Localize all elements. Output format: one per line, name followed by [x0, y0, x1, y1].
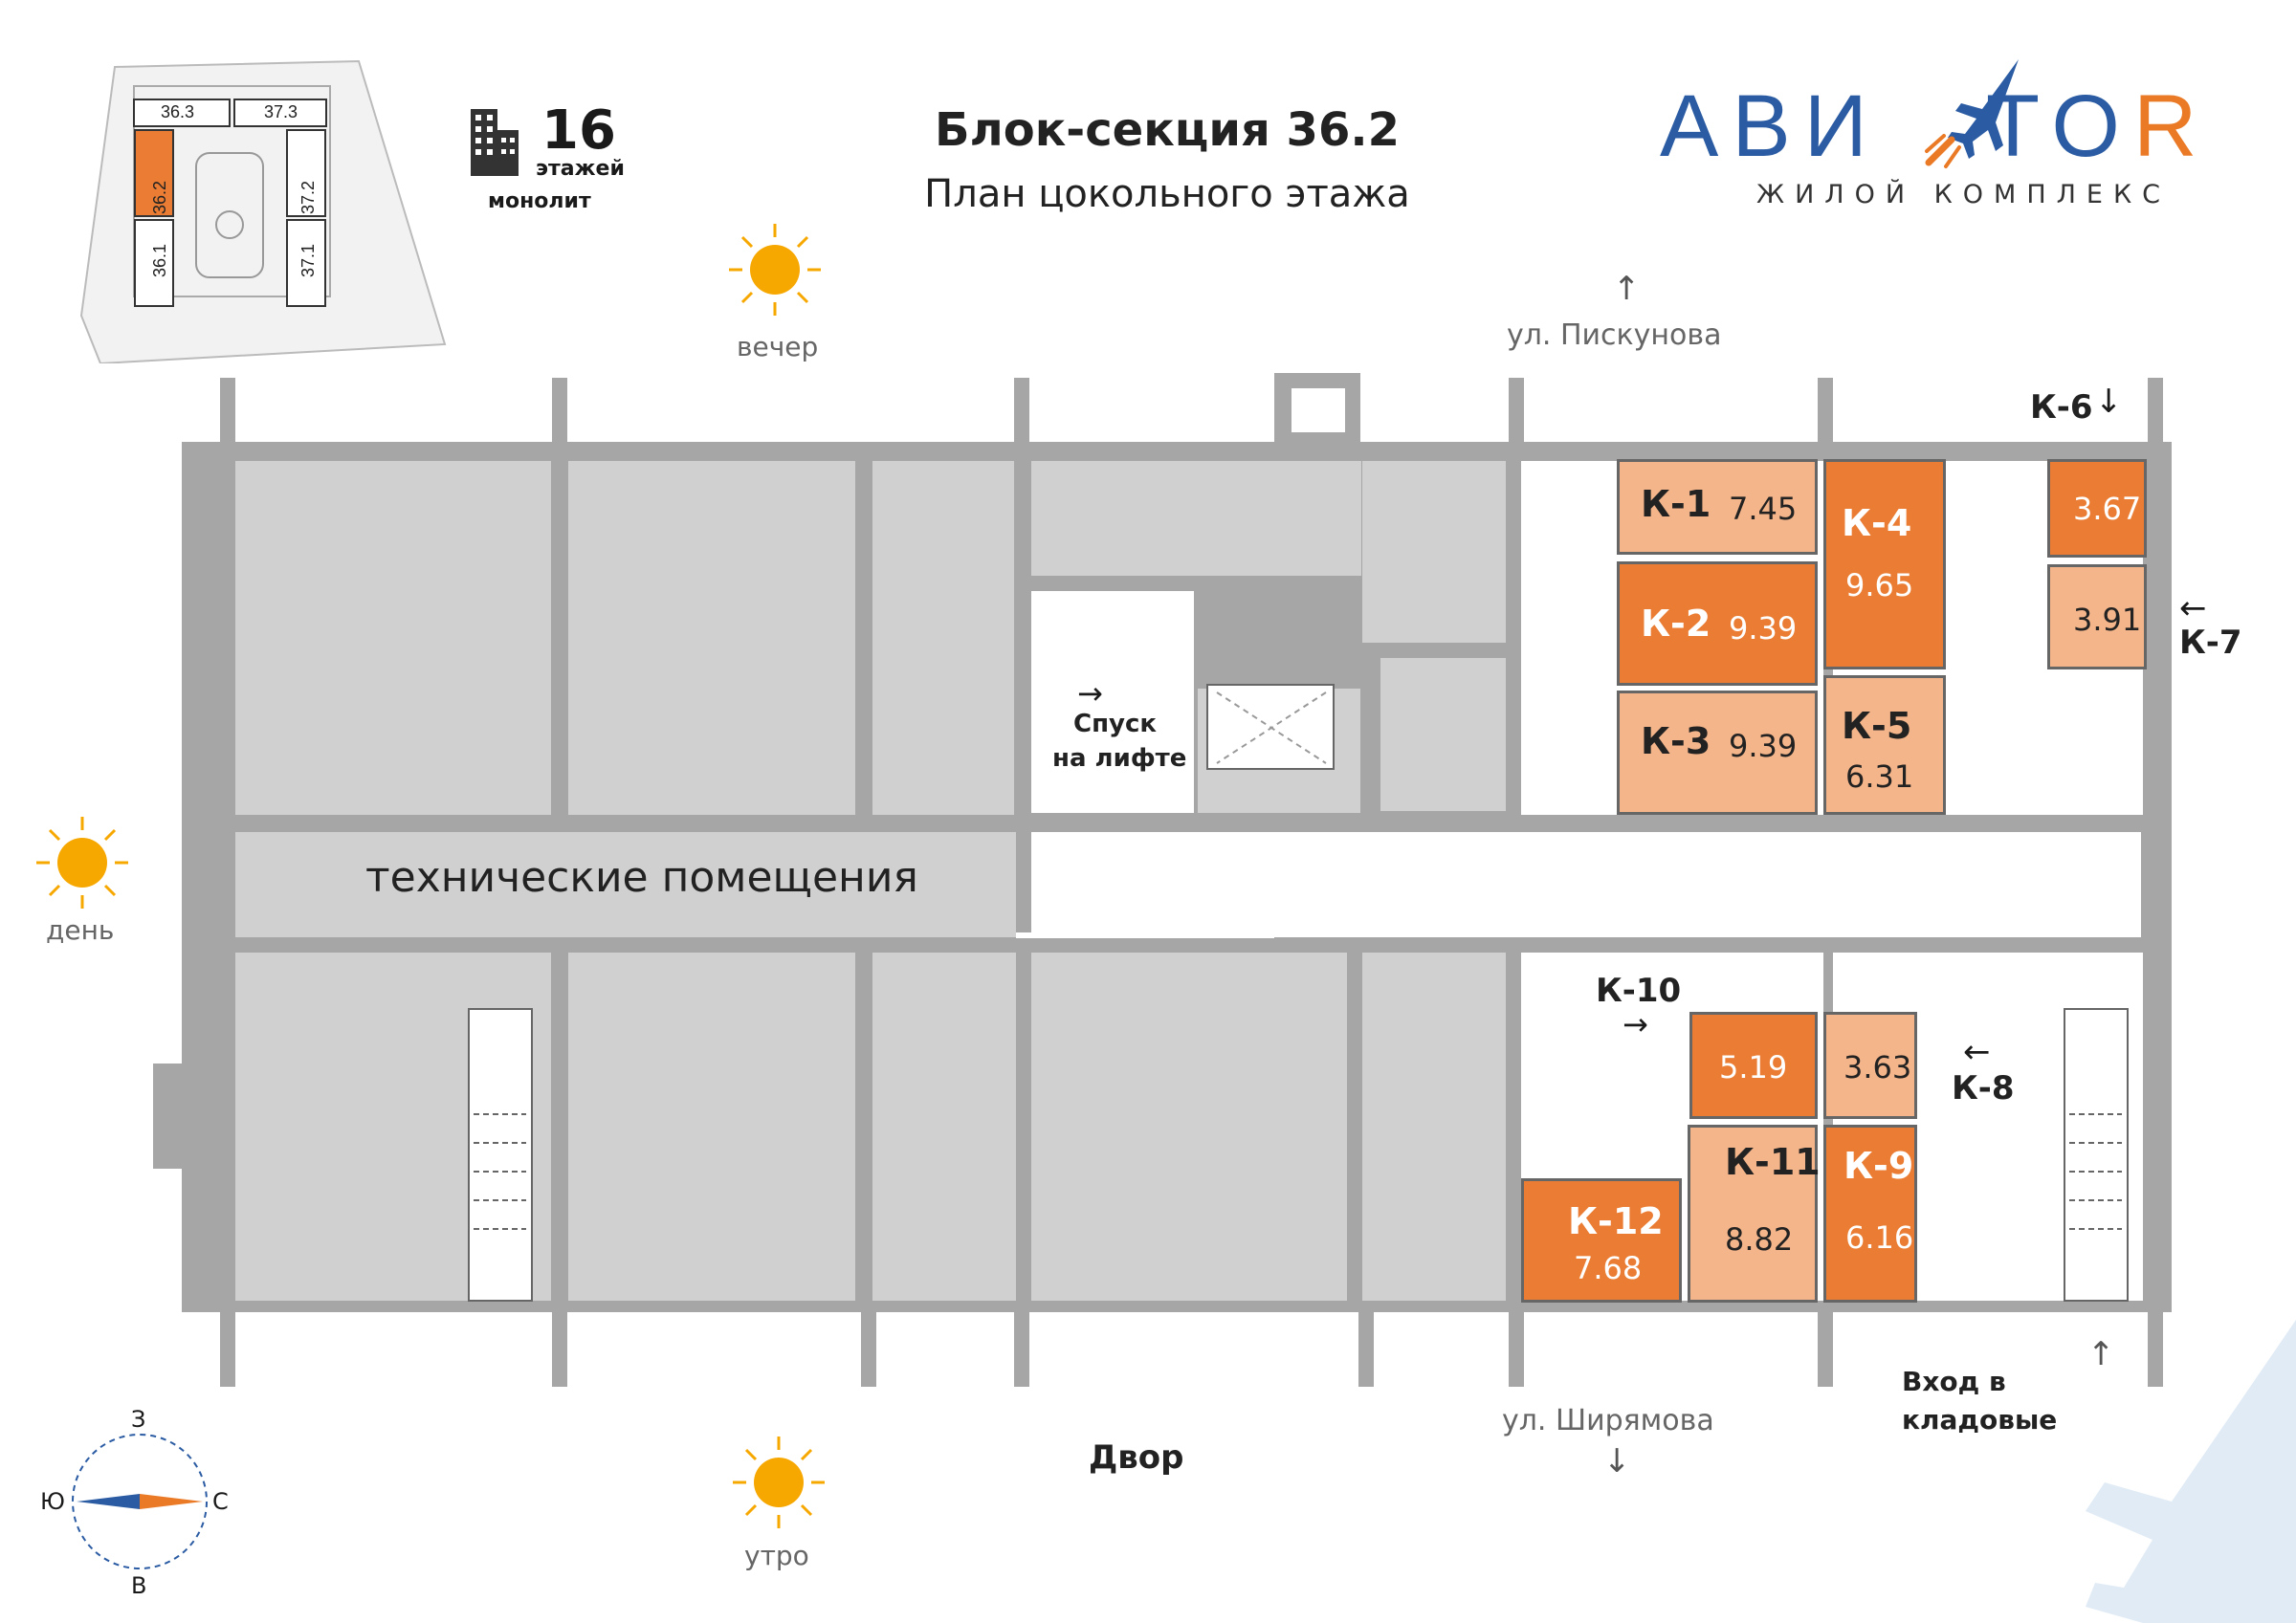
room-area: 6.31	[1845, 758, 1914, 795]
site-section-37-2	[286, 129, 326, 217]
entrance-label-line1: Вход в	[1902, 1366, 2006, 1397]
logo-jet-icon	[1925, 59, 2019, 168]
room-k2[interactable]: К-2 9.39	[1617, 561, 1818, 686]
room-k8[interactable]: 3.63	[1823, 1012, 1917, 1119]
room-area: 3.91	[2073, 602, 2142, 638]
floors-count: 16	[541, 99, 616, 162]
construction-type: монолит	[488, 189, 591, 213]
floors-label: этажей	[536, 157, 625, 181]
room-k9[interactable]: К-9 6.16	[1823, 1125, 1917, 1303]
room-k6[interactable]: 3.67	[2047, 459, 2147, 558]
label-k10: К-10	[1596, 972, 1682, 1010]
room-k3[interactable]: К-3 9.39	[1617, 691, 1818, 815]
jet-watermark-icon	[2086, 1320, 2296, 1623]
label-k6: К-6	[2030, 388, 2093, 427]
site-plan-map	[79, 59, 447, 363]
lift-label-line1: Спуск	[1073, 710, 1158, 738]
building-icon	[471, 109, 519, 176]
sun-morning-icon	[733, 1437, 825, 1528]
arrow-right-icon: →	[1623, 1006, 1648, 1042]
page-title: Блок-секция 36.2	[935, 103, 1400, 157]
entrance-label-line2: кладовые	[1902, 1404, 2058, 1436]
compass-west: Ю	[40, 1488, 65, 1515]
room-area: 8.82	[1725, 1221, 1794, 1258]
logo-text-accent: R	[2132, 77, 2211, 175]
site-section-37-3	[233, 99, 327, 127]
room-area: 3.67	[2073, 491, 2142, 527]
room-name: К-9	[1843, 1145, 1914, 1187]
arrow-up-icon: ↑	[2087, 1335, 2115, 1373]
yard-label: Двор	[1089, 1438, 1184, 1477]
sun-evening-icon	[729, 224, 821, 316]
room-name: К-11	[1725, 1141, 1821, 1183]
room-k5[interactable]: К-5 6.31	[1823, 675, 1946, 815]
room-name: К-5	[1842, 705, 1912, 747]
logo-text-right: TO	[1985, 77, 2133, 175]
room-area: 9.39	[1729, 728, 1798, 764]
room-k4[interactable]: К-4 9.65	[1823, 459, 1946, 669]
label-k8: К-8	[1952, 1069, 2015, 1108]
brand-tagline: ЖИЛОЙ КОМПЛЕКС	[1756, 180, 2172, 209]
room-area: 7.45	[1729, 491, 1798, 527]
arrow-left-icon: ←	[1963, 1033, 1991, 1071]
room-k11[interactable]: К-11 8.82	[1688, 1125, 1821, 1303]
room-name: К-1	[1641, 483, 1711, 525]
room-area: 7.68	[1574, 1250, 1643, 1286]
room-k12[interactable]: К-12 7.68	[1521, 1178, 1682, 1303]
label-k7: К-7	[2179, 624, 2242, 662]
room-area: 6.16	[1845, 1219, 1914, 1256]
page-subtitle: План цокольного этажа	[924, 172, 1410, 216]
sun-day-label: день	[46, 914, 115, 946]
room-area: 9.65	[1845, 567, 1914, 603]
compass-icon	[72, 1434, 208, 1569]
compass-north: З	[131, 1406, 146, 1433]
site-section-36-3	[133, 99, 231, 127]
arrow-right-icon: →	[1077, 675, 1103, 712]
room-k1[interactable]: К-1 7.45	[1617, 459, 1818, 555]
arrow-down-icon: ↓	[2095, 383, 2123, 421]
room-area: 3.63	[1843, 1049, 1912, 1086]
lift-label-line2: на лифте	[1052, 744, 1187, 773]
site-section-36-1	[134, 219, 174, 307]
logo-text-left: АВИ	[1660, 77, 1881, 175]
room-k10[interactable]: 5.19	[1689, 1012, 1818, 1119]
room-name: К-3	[1641, 720, 1711, 762]
room-name: К-4	[1842, 502, 1912, 544]
site-section-36-2	[134, 129, 174, 217]
site-label-36-3: 36.3	[161, 102, 195, 121]
room-area: 9.39	[1729, 610, 1798, 647]
street-top: ул. Пискунова	[1507, 318, 1722, 352]
arrow-down-icon: ↓	[1603, 1442, 1631, 1480]
street-bottom: ул. Ширямова	[1502, 1404, 1714, 1437]
room-k7[interactable]: 3.91	[2047, 564, 2147, 669]
room-name: К-12	[1568, 1200, 1664, 1242]
compass-east: С	[212, 1488, 229, 1515]
room-name: К-2	[1641, 603, 1711, 645]
site-label-37-3: 37.3	[264, 102, 298, 121]
sun-morning-label: утро	[744, 1540, 809, 1571]
arrow-left-icon: ←	[2179, 589, 2207, 627]
brand-logo: АВИ TOR	[1660, 77, 2210, 177]
arrow-up-icon: ↑	[1613, 270, 1641, 308]
technical-rooms-label: технические помещения	[365, 853, 918, 902]
sun-evening-label: вечер	[737, 331, 819, 362]
compass-south: В	[131, 1572, 147, 1599]
room-area: 5.19	[1719, 1049, 1788, 1086]
sun-day-icon	[36, 817, 128, 909]
site-section-37-1	[286, 219, 326, 307]
